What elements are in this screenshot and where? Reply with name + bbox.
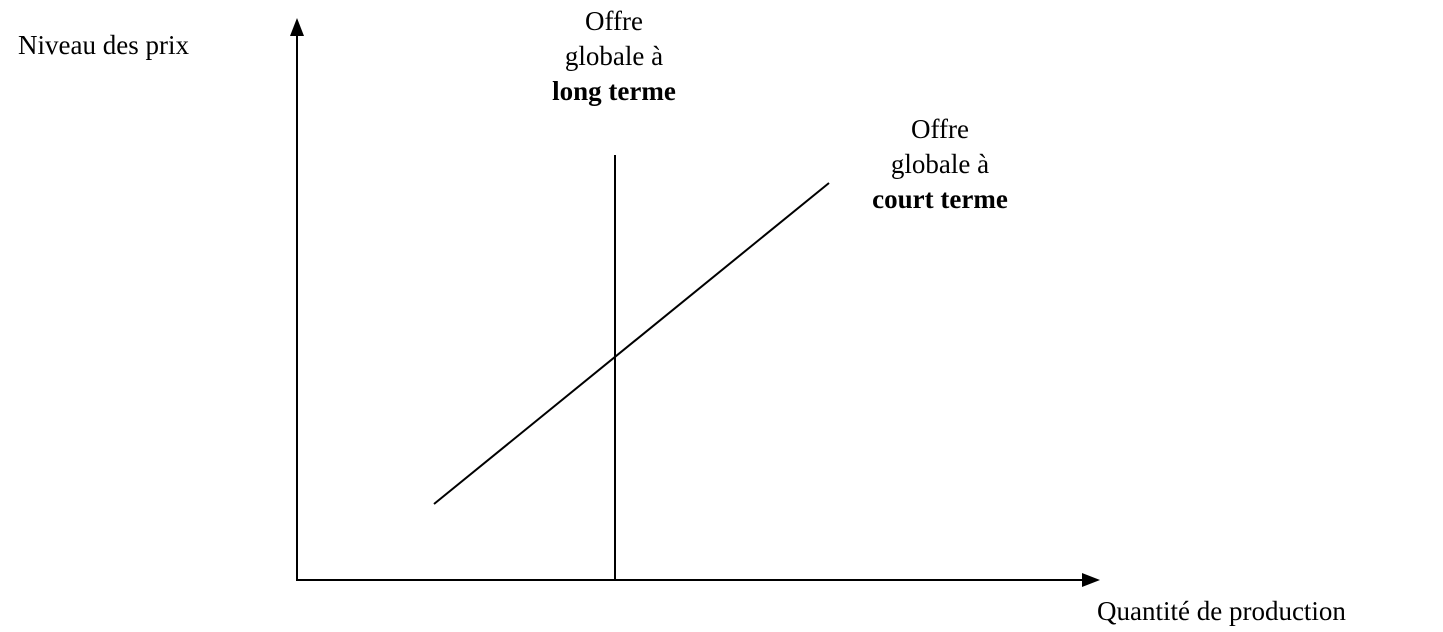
y-axis-arrowhead — [290, 18, 304, 36]
short-run-label-line-1: Offre — [911, 114, 969, 144]
long-run-label-line-3: long terme — [552, 76, 676, 106]
long-run-label-line-1: Offre — [585, 6, 643, 36]
short-run-supply-label: Offre globale à court terme — [790, 112, 1090, 217]
short-run-supply-line — [433, 182, 830, 505]
short-run-label-line-2: globale à — [890, 149, 990, 179]
x-axis-label: Quantité de production — [1097, 596, 1346, 626]
long-run-supply-label: Offre globale à long terme — [464, 4, 764, 109]
x-axis-arrowhead — [1082, 573, 1100, 587]
short-run-label-line-3: court terme — [872, 184, 1008, 214]
y-axis-label: Niveau des prix — [18, 30, 189, 60]
long-run-label-line-2: globale à — [564, 41, 664, 71]
